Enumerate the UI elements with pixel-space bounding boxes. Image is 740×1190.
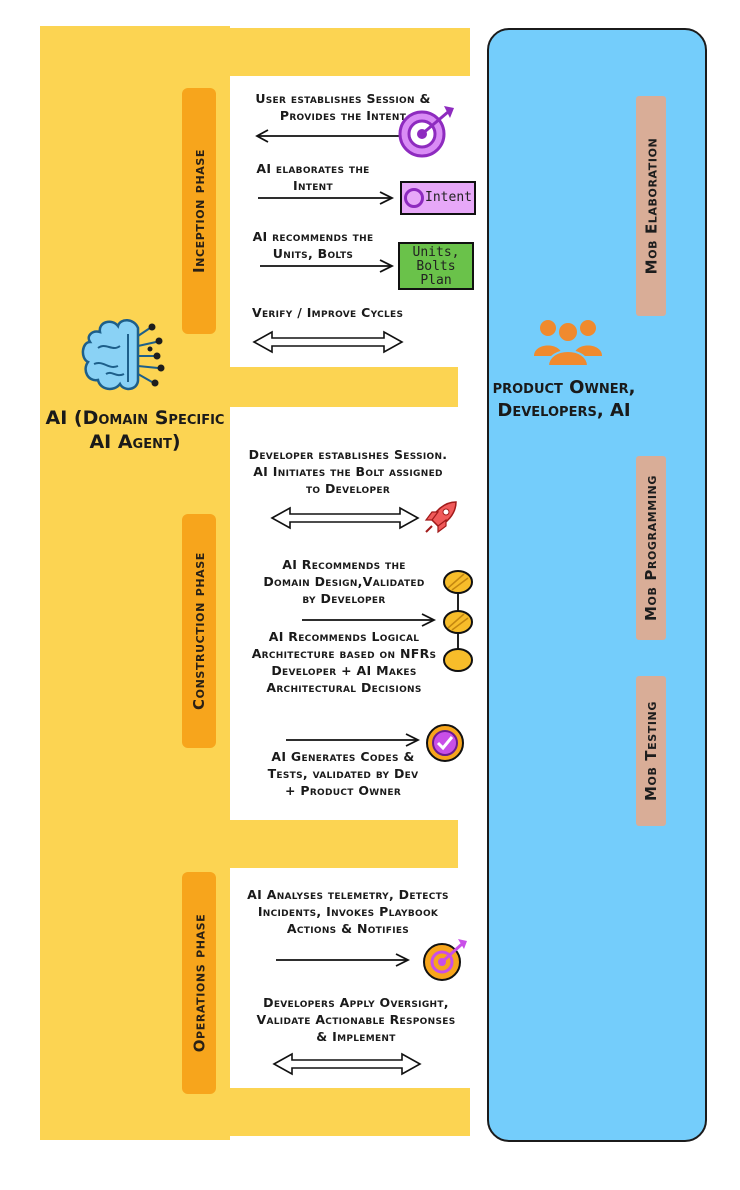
construction-step4-text: AI Generates Codes & Tests, validated by…	[248, 748, 438, 799]
target-orange-icon	[423, 939, 467, 981]
right-arrow-codes	[286, 733, 421, 747]
target-icon	[398, 106, 454, 158]
mob-programming-text: Mob Programming	[642, 475, 660, 621]
stacked-nodes-icon	[443, 570, 473, 672]
ai-agent-label: AI (Domain Specific AI Agent)	[44, 406, 226, 454]
operations-step1-text: AI Analyses telemetry, Detects Incidents…	[228, 886, 468, 937]
plan-box-line2: Bolts	[416, 259, 456, 274]
team-label: product Owner, Developers, AI	[490, 376, 638, 422]
team-label-line2: Developers, AI	[497, 400, 631, 421]
construction-step2-line1: AI Recommends the	[282, 557, 406, 572]
mob-testing-text: Mob Testing	[642, 701, 661, 801]
construction-step2-line3: by Developer	[302, 591, 386, 606]
construction-step1-text: Developer establishes Session. AI Initia…	[228, 446, 468, 497]
construction-step1-line3: to Developer	[305, 481, 391, 496]
right-arrow-telemetry	[276, 953, 411, 967]
rocket-icon	[424, 501, 457, 534]
right-arrow-domain	[302, 613, 437, 627]
left-arrow-step1	[255, 129, 410, 143]
people-group-icon	[534, 320, 602, 367]
top-crossbar	[226, 28, 470, 76]
inception-step3-line2: Units, Bolts	[272, 246, 354, 261]
inception-step1-line2: Provides the Intent	[279, 108, 407, 123]
construction-step3-line1: AI Recommends Logical	[268, 629, 420, 644]
operations-step2-text: Developers Apply Oversight, Validate Act…	[236, 994, 476, 1045]
plan-box-line3: Plan	[420, 273, 452, 288]
double-arrow-implement	[272, 1052, 422, 1076]
construction-step1-line1: Developer establishes Session.	[248, 447, 448, 462]
double-arrow-bolt	[270, 506, 420, 530]
inception-step2-line2: Intent	[293, 178, 333, 193]
construction-step2-text: AI Recommends the Domain Design,Validate…	[244, 556, 444, 607]
intent-box-label: Intent	[425, 190, 472, 205]
operations-step2-line1: Developers Apply Oversight,	[263, 995, 449, 1010]
operations-step1-line3: Actions & Notifies	[286, 921, 410, 936]
construction-step4-line1: AI Generates Codes &	[271, 749, 415, 764]
mob-elaboration-label: Mob Elaboration	[636, 96, 666, 316]
operations-phase-text: Operations phase	[190, 913, 209, 1053]
construction-phase-text: Construction phase	[190, 552, 208, 710]
operations-phase-label: Operations phase	[182, 872, 216, 1094]
mob-elaboration-text: Mob Elaboration	[642, 137, 661, 275]
right-arrow-step2	[258, 191, 395, 205]
inception-step1-text: User establishes Session & Provides the …	[232, 90, 454, 124]
double-arrow-verify	[252, 330, 404, 354]
units-bolts-plan-box: Units, Bolts Plan	[398, 242, 474, 290]
inception-construction-crossbar	[226, 367, 458, 407]
brain-circuit-icon	[81, 319, 165, 391]
construction-phase-label: Construction phase	[182, 514, 216, 748]
team-label-line1: product Owner,	[492, 377, 636, 398]
operations-step2-line2: Validate Actionable Responses	[256, 1012, 456, 1027]
construction-step4-line2: Tests, validated by Dev	[267, 766, 419, 781]
checkmark-badge-icon	[426, 724, 464, 762]
right-arrow-step3	[260, 259, 395, 273]
inception-step4-text: Verify / Improve Cycles	[252, 305, 404, 320]
ai-agent-label-line1: AI (Domain Specific	[45, 407, 225, 429]
mob-testing-label: Mob Testing	[636, 676, 666, 826]
construction-step3-text: AI Recommends Logical Architecture based…	[228, 628, 460, 696]
inception-step2-line1: AI elaborates the	[256, 161, 370, 176]
inception-phase-label: Inception phase	[182, 88, 216, 334]
operations-step2-line3: & Implement	[316, 1029, 396, 1044]
inception-step3-line1: AI recommends the	[252, 229, 374, 244]
ai-agent-label-line2: AI Agent)	[89, 431, 181, 453]
intent-box: Intent	[400, 181, 476, 215]
construction-step2-line2: Domain Design,Validated	[263, 574, 425, 589]
plan-box-line1: Units,	[412, 245, 460, 260]
operations-step1-line1: AI Analyses telemetry, Detects	[247, 887, 449, 902]
construction-operations-crossbar	[226, 820, 458, 868]
mob-programming-label: Mob Programming	[636, 456, 666, 640]
inception-step2-text: AI elaborates the Intent	[238, 160, 388, 194]
construction-step1-line2: AI Initiates the Bolt assigned	[253, 464, 443, 479]
construction-step4-line3: + Product Owner	[284, 783, 402, 798]
inception-step3-text: AI recommends the Units, Bolts	[238, 228, 388, 262]
construction-step3-line2: Architecture based on NFRs	[251, 646, 437, 661]
bottom-crossbar	[226, 1088, 470, 1136]
team-lane	[487, 28, 707, 1142]
inception-phase-text: Inception phase	[190, 148, 208, 274]
construction-step3-line3: Developer + AI Makes	[271, 663, 417, 678]
inception-step1-line1: User establishes Session &	[255, 91, 431, 106]
construction-step3-line4: Architectural Decisions	[266, 680, 422, 695]
operations-step1-line2: Incidents, Invokes Playbook	[257, 904, 439, 919]
